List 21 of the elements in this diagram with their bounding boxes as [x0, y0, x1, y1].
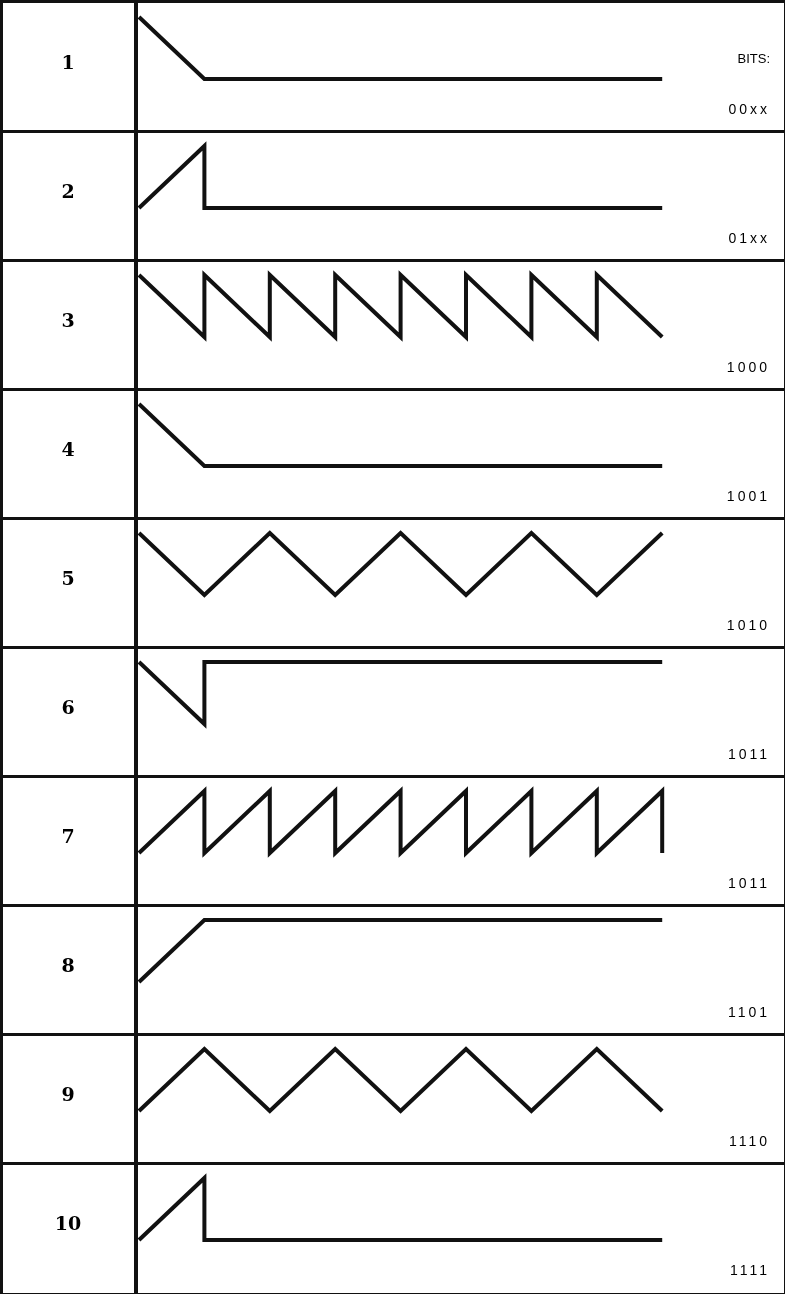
row-number: 9 [60, 1083, 76, 1105]
row-number: 4 [60, 438, 76, 460]
row-number: 2 [60, 180, 76, 202]
bit-pattern: 00xx [728, 101, 770, 117]
bit-pattern: 1101 [727, 1004, 770, 1020]
row-number: 10 [53, 1212, 83, 1234]
bit-pattern: 1011 [727, 875, 770, 891]
bit-pattern: 1110 [728, 1133, 770, 1149]
bit-pattern: 1000 [726, 359, 770, 375]
bit-pattern: 1111 [729, 1262, 770, 1278]
row-number: 7 [60, 825, 76, 847]
column-heading: BITS: [737, 51, 770, 66]
row-number: 8 [60, 954, 76, 976]
bit-pattern: 1010 [726, 617, 770, 633]
bit-pattern: 1011 [727, 746, 770, 762]
row-number: 5 [60, 567, 76, 589]
row-number: 1 [60, 51, 76, 73]
row-number: 3 [60, 309, 76, 331]
bit-pattern: 1001 [726, 488, 770, 504]
bit-pattern: 01xx [728, 230, 770, 246]
row-number: 6 [60, 696, 76, 718]
